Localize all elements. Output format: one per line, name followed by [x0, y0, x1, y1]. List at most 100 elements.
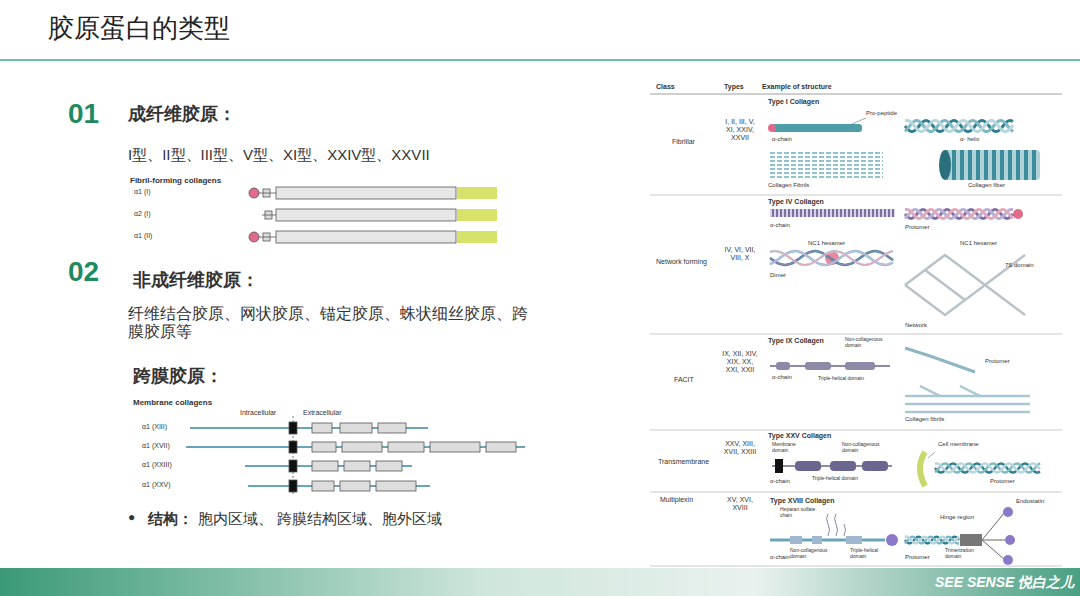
triple-helix — [770, 251, 893, 265]
triple-helix — [770, 251, 893, 265]
body-text: 纤维结合胶原、网状胶原、锚定胶原、蛛状细丝胶原、跨膜胶原等 — [128, 305, 528, 342]
part-label: Protomer — [905, 224, 930, 231]
part-label: NC1 hexamer — [808, 240, 845, 247]
footer-band — [0, 568, 1080, 596]
table-frame — [650, 94, 1062, 566]
triple-helix — [770, 251, 893, 265]
figure-title: Type XXV Collagen — [768, 432, 831, 440]
type-list: I型、II型、III型、V型、XI型、XXIV型、XXVII — [128, 146, 430, 163]
triple-helix — [770, 251, 893, 265]
chain-label: α1 (XIII) — [142, 423, 167, 431]
part-label: Dimer — [770, 272, 786, 279]
figure-title: Type XVIII Collagen — [770, 497, 834, 505]
chain-label: α1 (I) — [134, 188, 151, 196]
triple-helix — [770, 251, 893, 265]
type-list: XXV, XIII, XVII, XXIII — [722, 440, 758, 456]
body-text: 胞内区域、 跨膜结构区域、胞外区域 — [198, 510, 442, 527]
part-label: α-chain — [770, 222, 790, 229]
part-label: Collagen Fibrils — [768, 182, 809, 189]
part-label: Membrane domain — [772, 442, 802, 454]
figure-title: Type IV Collagen — [768, 198, 824, 206]
title-rule — [0, 59, 1080, 61]
triple-helix — [905, 537, 959, 544]
type-ix-figures — [770, 348, 1030, 412]
slide-title: 胶原蛋白的类型 — [48, 14, 230, 44]
fibril-chains — [249, 187, 497, 243]
type-list: I, II, III, V, XI, XXIV, XXVII — [722, 118, 758, 142]
type-list: IX, XII, XIV, XIX, XX, XXI, XXII — [722, 350, 758, 374]
class-name: Fibrillar — [672, 138, 695, 146]
part-label: α- helix — [960, 136, 979, 143]
column-header: Class — [656, 83, 675, 91]
type-list: XV, XVI, XVIII — [722, 496, 758, 512]
column-header: Types — [724, 83, 744, 91]
bullet: ● — [128, 511, 135, 525]
part-label: α-chain — [770, 554, 790, 561]
part-label: Heparan sulfate chain — [780, 507, 826, 519]
part-label: Triple-helical domain — [812, 476, 864, 482]
triple-helix — [935, 463, 1040, 472]
figure-title: Type IX Collagen — [768, 337, 824, 345]
triple-helix — [905, 209, 1013, 218]
part-label: α-chain — [770, 478, 790, 485]
section-heading: 非成纤维胶原： — [133, 270, 259, 291]
chain-label: α2 (I) — [134, 210, 151, 218]
part-label: α-chain — [772, 374, 792, 381]
part-label: Collagen fibrils — [905, 416, 944, 423]
section-number: 01 — [68, 98, 99, 130]
triple-helix — [935, 463, 1040, 472]
chain-label: α1 (II) — [134, 232, 152, 240]
type-iv-figures — [770, 209, 1025, 315]
section-number: 02 — [68, 256, 99, 288]
triple-helix — [905, 537, 959, 544]
membrane-chains — [186, 416, 525, 494]
part-label: 7S domain — [1005, 262, 1034, 269]
triple-helix — [905, 209, 1013, 218]
column-header: Example of structure — [762, 83, 832, 91]
part-label: Protomer — [985, 358, 1010, 365]
class-name: FACIT — [674, 376, 694, 384]
figure-title: Membrane collagens — [133, 398, 212, 407]
type-xviii-figures — [770, 507, 1015, 565]
triple-helix — [905, 120, 1013, 131]
triple-helix — [905, 120, 1013, 131]
triple-helix — [935, 463, 1040, 472]
triple-helix — [905, 209, 1013, 218]
type-list: IV, VI, VII, VIII, X — [722, 246, 758, 262]
brand-mark: SEE SENSE 悦白之儿 — [935, 574, 1074, 590]
class-name: Network forming — [656, 258, 707, 266]
section-heading: 跨膜胶原： — [133, 366, 223, 387]
section-heading: 成纤维胶原： — [128, 104, 236, 125]
figure-title: Fibril-forming collagens — [130, 176, 221, 185]
part-label: Collagen fiber — [968, 182, 1005, 189]
type-xxv-figures — [772, 452, 935, 486]
part-label: Non-collagenous domain — [842, 442, 894, 454]
type-i-figures — [768, 118, 1040, 180]
part-label: α-chain — [772, 136, 792, 143]
part-label: Hinge region — [940, 514, 974, 521]
figure-title: Type I Collagen — [768, 98, 819, 106]
part-label: Non-collagenous domain — [845, 337, 897, 349]
class-name: Multiplexin — [660, 496, 693, 504]
part-label: Triple-helical domain — [850, 548, 890, 560]
part-label: Protomer — [990, 478, 1015, 485]
region-label: Intracellular — [240, 409, 276, 417]
part-label: Endostatin — [1016, 498, 1044, 505]
triple-helix — [905, 537, 959, 544]
part-label: NC1 hexamer — [960, 240, 997, 247]
bullet-heading: 结构： — [148, 510, 193, 527]
chain-label: α1 (XXV) — [142, 481, 171, 489]
part-label: Triple-helical domain — [818, 376, 870, 382]
part-label: Pro-peptide — [866, 110, 897, 117]
part-label: Protomer — [905, 554, 930, 561]
part-label: Network — [905, 322, 927, 329]
class-name: Transmembrane — [658, 458, 709, 466]
region-label: Extracellular — [303, 409, 342, 417]
triple-helix — [905, 120, 1013, 131]
part-label: Non-collagenous domain — [790, 548, 842, 560]
part-label: Trimerization domain — [945, 548, 987, 560]
part-label: Cell membrane — [938, 441, 979, 448]
chain-label: α1 (XVII) — [142, 442, 170, 450]
chain-label: α1 (XXIII) — [142, 461, 172, 469]
